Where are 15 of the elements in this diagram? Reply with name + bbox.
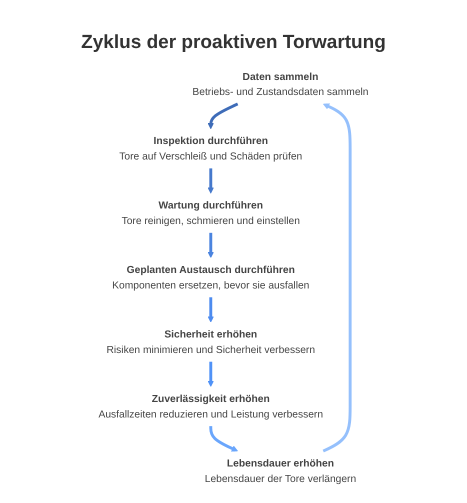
step-text: Daten sammeln Betriebs- und Zustandsdaten sammeln — [192, 70, 368, 98]
step-text: Inspektion durchführen Tore auf Verschleiß und Schäden prüfen — [119, 134, 302, 162]
step-text: Lebensdauer erhöhen Lebensdauer der Tore verlängern — [204, 456, 356, 484]
step-text: Wartung durchführen Tore reinigen, schmieren und einstellen — [122, 199, 300, 226]
step-text: Sicherheit erhöhen Risiken minimieren und Sicherheit verbessern — [106, 328, 316, 356]
arrow — [208, 102, 238, 130]
step-text: Zuverlässigkeit erhöhen Ausfallzeiten reduzieren und Leistung verbessern — [98, 392, 324, 420]
arrow — [322, 103, 352, 452]
arrow — [208, 232, 214, 258]
diagram-title: Zyklus der proaktiven Torwartung — [81, 32, 386, 54]
arrow — [208, 168, 214, 194]
step-text: Geplanten Austausch durchführen Komponenten ersetzen, bevor sie ausfallen — [112, 264, 310, 291]
arrow — [209, 426, 238, 452]
arrow — [208, 362, 214, 387]
arrow — [208, 297, 214, 322]
